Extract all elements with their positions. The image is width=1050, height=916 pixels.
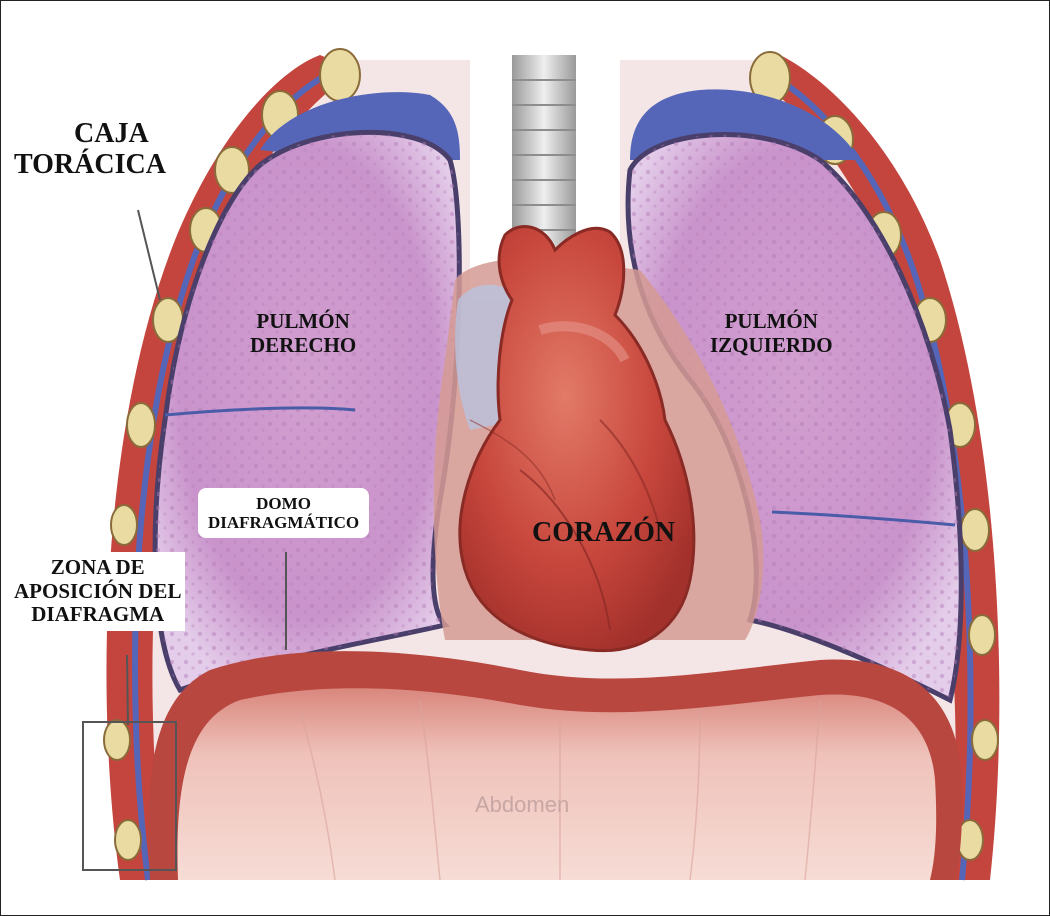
- left-lung-label: PULMÓN IZQUIERDO: [710, 310, 833, 357]
- rib-cage-label: CAJA TORÁCICA: [14, 118, 166, 181]
- apposition-zone-label: ZONA DE APOSICIÓN DEL DIAFRAGMA: [10, 552, 185, 631]
- right-lung-label: PULMÓN DERECHO: [250, 310, 356, 357]
- heart-label: CORAZÓN: [532, 517, 675, 548]
- diaphragm-dome-label: DOMO DIAFRAGMÁTICO: [198, 488, 369, 538]
- abdomen-label: Abdomen: [475, 792, 569, 818]
- abdomen-area: [178, 688, 937, 880]
